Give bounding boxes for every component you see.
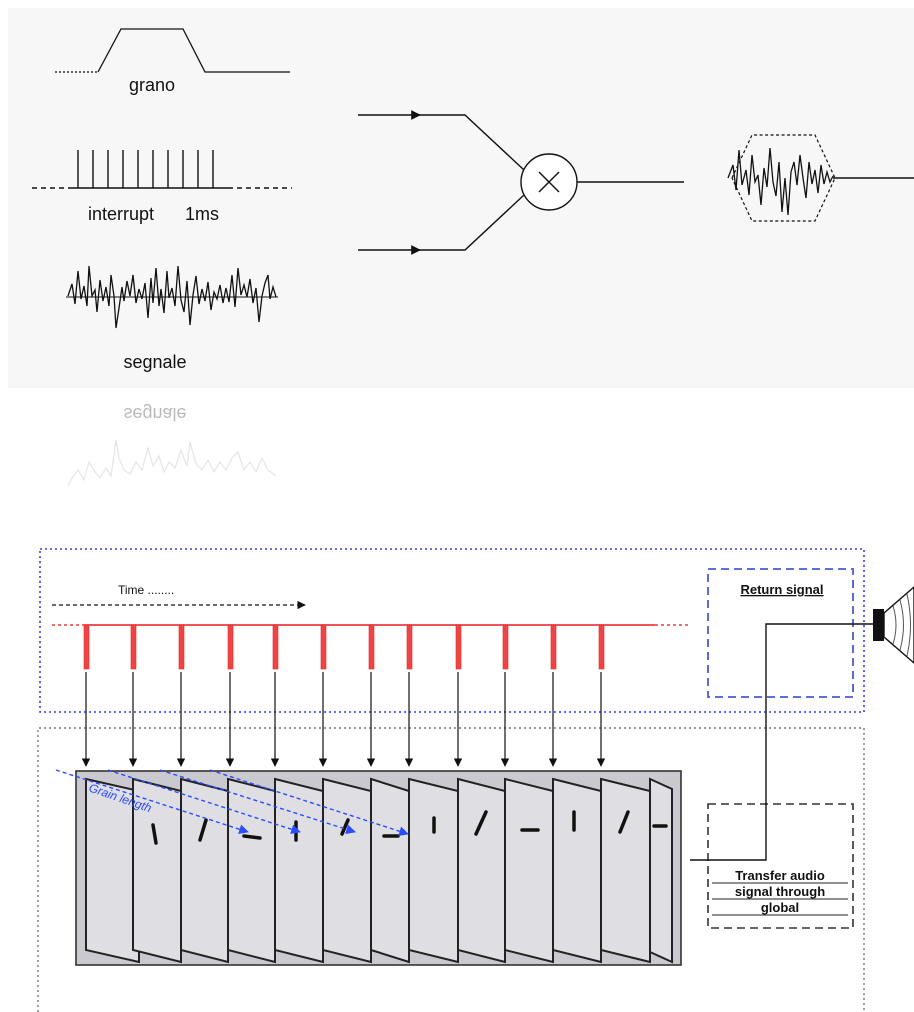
signal-label: segnale: [123, 352, 186, 372]
audio-wire: [690, 623, 873, 861]
return-signal-label: Return signal: [740, 582, 823, 597]
transfer-label-line-2: signal through: [735, 884, 825, 899]
grain-buffer-region: [37, 727, 865, 1012]
interrupt-period-label: 1ms: [185, 204, 219, 224]
transfer-label-rules: [712, 882, 848, 916]
windowed-grain: [727, 134, 914, 222]
red-pulses: [83, 624, 605, 670]
time-label: Time ........: [118, 583, 174, 597]
frame-strokes: [151, 810, 668, 845]
multiplier-inputs: [358, 110, 525, 255]
timeline-region: [39, 548, 865, 713]
transfer-audio-box: [707, 803, 854, 929]
transfer-label-line-1: Transfer audio: [735, 868, 825, 883]
grain-frames: [85, 777, 673, 964]
pulse-down-arrows: [81, 672, 606, 767]
interrupt-label: interrupt: [88, 204, 154, 224]
grain-envelope: [55, 28, 290, 73]
signal-waveform: [66, 265, 278, 329]
transfer-label-line-3: global: [761, 900, 799, 915]
multiplier-icon: [520, 153, 578, 211]
interrupt-pulse-train: [32, 150, 292, 189]
grain-label: grano: [129, 75, 175, 95]
top-panel-background: [8, 8, 914, 388]
grain-length-arrows: [55, 769, 409, 836]
return-signal-box: [707, 568, 854, 698]
speaker-icon: [873, 586, 914, 664]
